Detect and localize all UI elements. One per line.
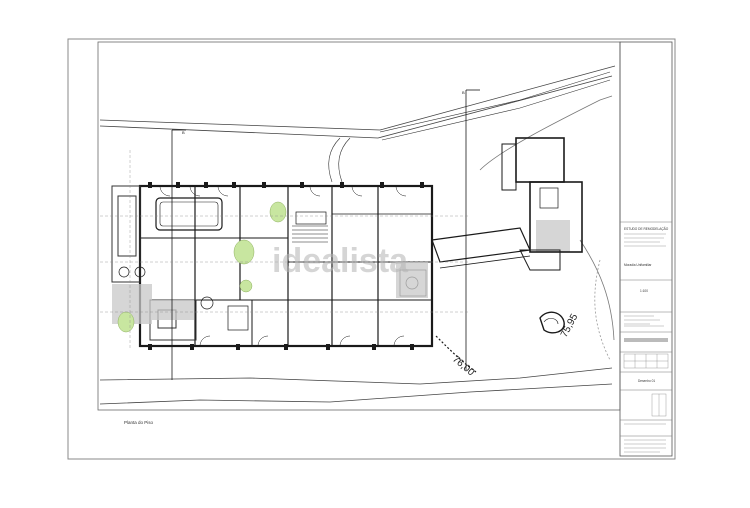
section-lines (171, 89, 480, 380)
title-block-scale: 1:100 (640, 289, 648, 293)
east-annex (431, 137, 583, 334)
sheet-outer-border (67, 38, 676, 460)
title-block-sheet: Desenho 01 (638, 379, 655, 383)
hatched-areas (112, 220, 570, 324)
title-block-project: Moradia Unifamiliar (624, 263, 652, 267)
walkway (328, 71, 611, 183)
title-block-header: ESTUDO DE REMODELAÇÃO (624, 226, 669, 231)
section-mark-1: B (182, 130, 185, 135)
section-mark-2: B (462, 90, 465, 95)
title-block: ESTUDO DE REMODELAÇÃO Moradia Unifamilia… (619, 41, 673, 457)
site-terrain (99, 65, 616, 405)
vegetation (117, 201, 287, 333)
watermark: idealista (272, 242, 409, 280)
grid-axis-lines (100, 150, 470, 350)
dimension-label-right: 75,95 (559, 312, 581, 340)
contour-line (435, 335, 477, 373)
floor-plan-label: Planta do Piso (124, 420, 154, 425)
dimension-label-left: 76,00 (450, 354, 477, 379)
